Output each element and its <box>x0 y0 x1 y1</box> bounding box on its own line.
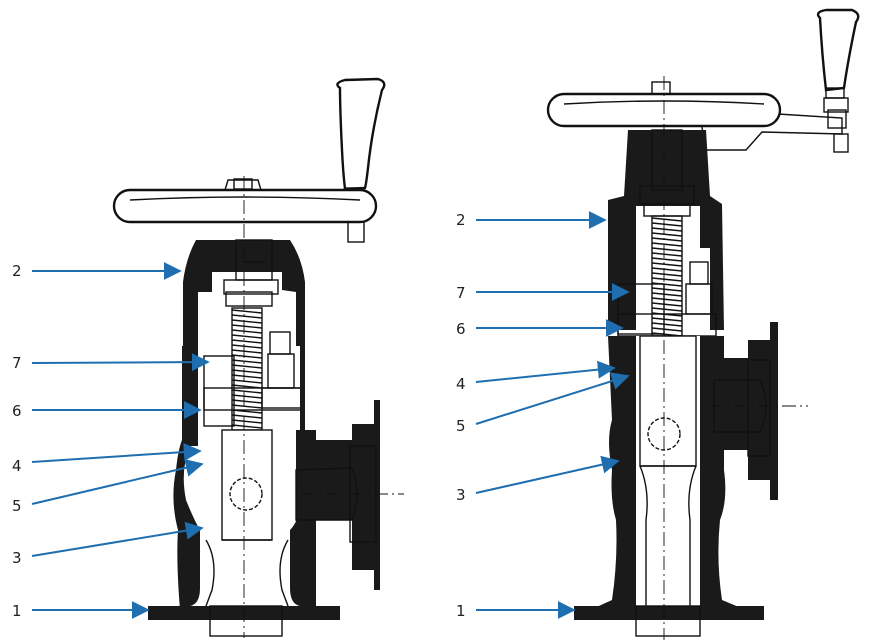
right-valve-callout-arrow-4 <box>475 360 616 383</box>
left-threaded-stem <box>231 307 263 431</box>
right-valve-callout-label-3: 3 <box>456 486 466 504</box>
right-valve-callout-label-4: 4 <box>456 375 466 393</box>
callouts: 2 7 6 4 5 3 1 2 7 6 4 5 3 1 <box>12 211 630 620</box>
right-bonnet <box>608 129 724 330</box>
right-valve-callout-label-7: 7 <box>456 284 466 302</box>
right-valve-callout-arrow-5 <box>475 372 630 425</box>
left-valve-callout-label-3: 3 <box>12 549 22 567</box>
left-valve-callout-label-6: 6 <box>12 402 22 420</box>
left-valve-callout-label-4: 4 <box>12 457 22 475</box>
left-bonnet <box>183 239 305 346</box>
left-valve-body <box>148 346 380 637</box>
left-valve-callout-label-1: 1 <box>12 602 22 620</box>
left-valve-callout-label-2: 2 <box>12 262 22 280</box>
left-valve-drawing <box>112 77 404 638</box>
right-valve-callout-label-5: 5 <box>456 417 466 435</box>
right-valve-callout-label-2: 2 <box>456 211 466 229</box>
right-valve-body <box>574 322 778 637</box>
right-valve-callout-arrow-3 <box>475 455 620 494</box>
right-valve-drawing <box>546 8 860 640</box>
left-handwheel <box>112 178 378 224</box>
right-threaded-stem <box>651 215 683 337</box>
left-valve-callout-arrow-7 <box>31 353 210 372</box>
right-valve-callout-label-1: 1 <box>456 602 466 620</box>
left-valve-callout-arrow-4 <box>31 443 202 463</box>
left-valve-callout-label-5: 5 <box>12 497 22 515</box>
left-valve-callout-arrow-5 <box>31 458 204 505</box>
right-crank-handle <box>699 8 860 153</box>
right-valve-callout-label-6: 6 <box>456 320 466 338</box>
left-valve-callout-label-7: 7 <box>12 354 22 372</box>
left-valve-callout-arrow-3 <box>31 521 204 557</box>
